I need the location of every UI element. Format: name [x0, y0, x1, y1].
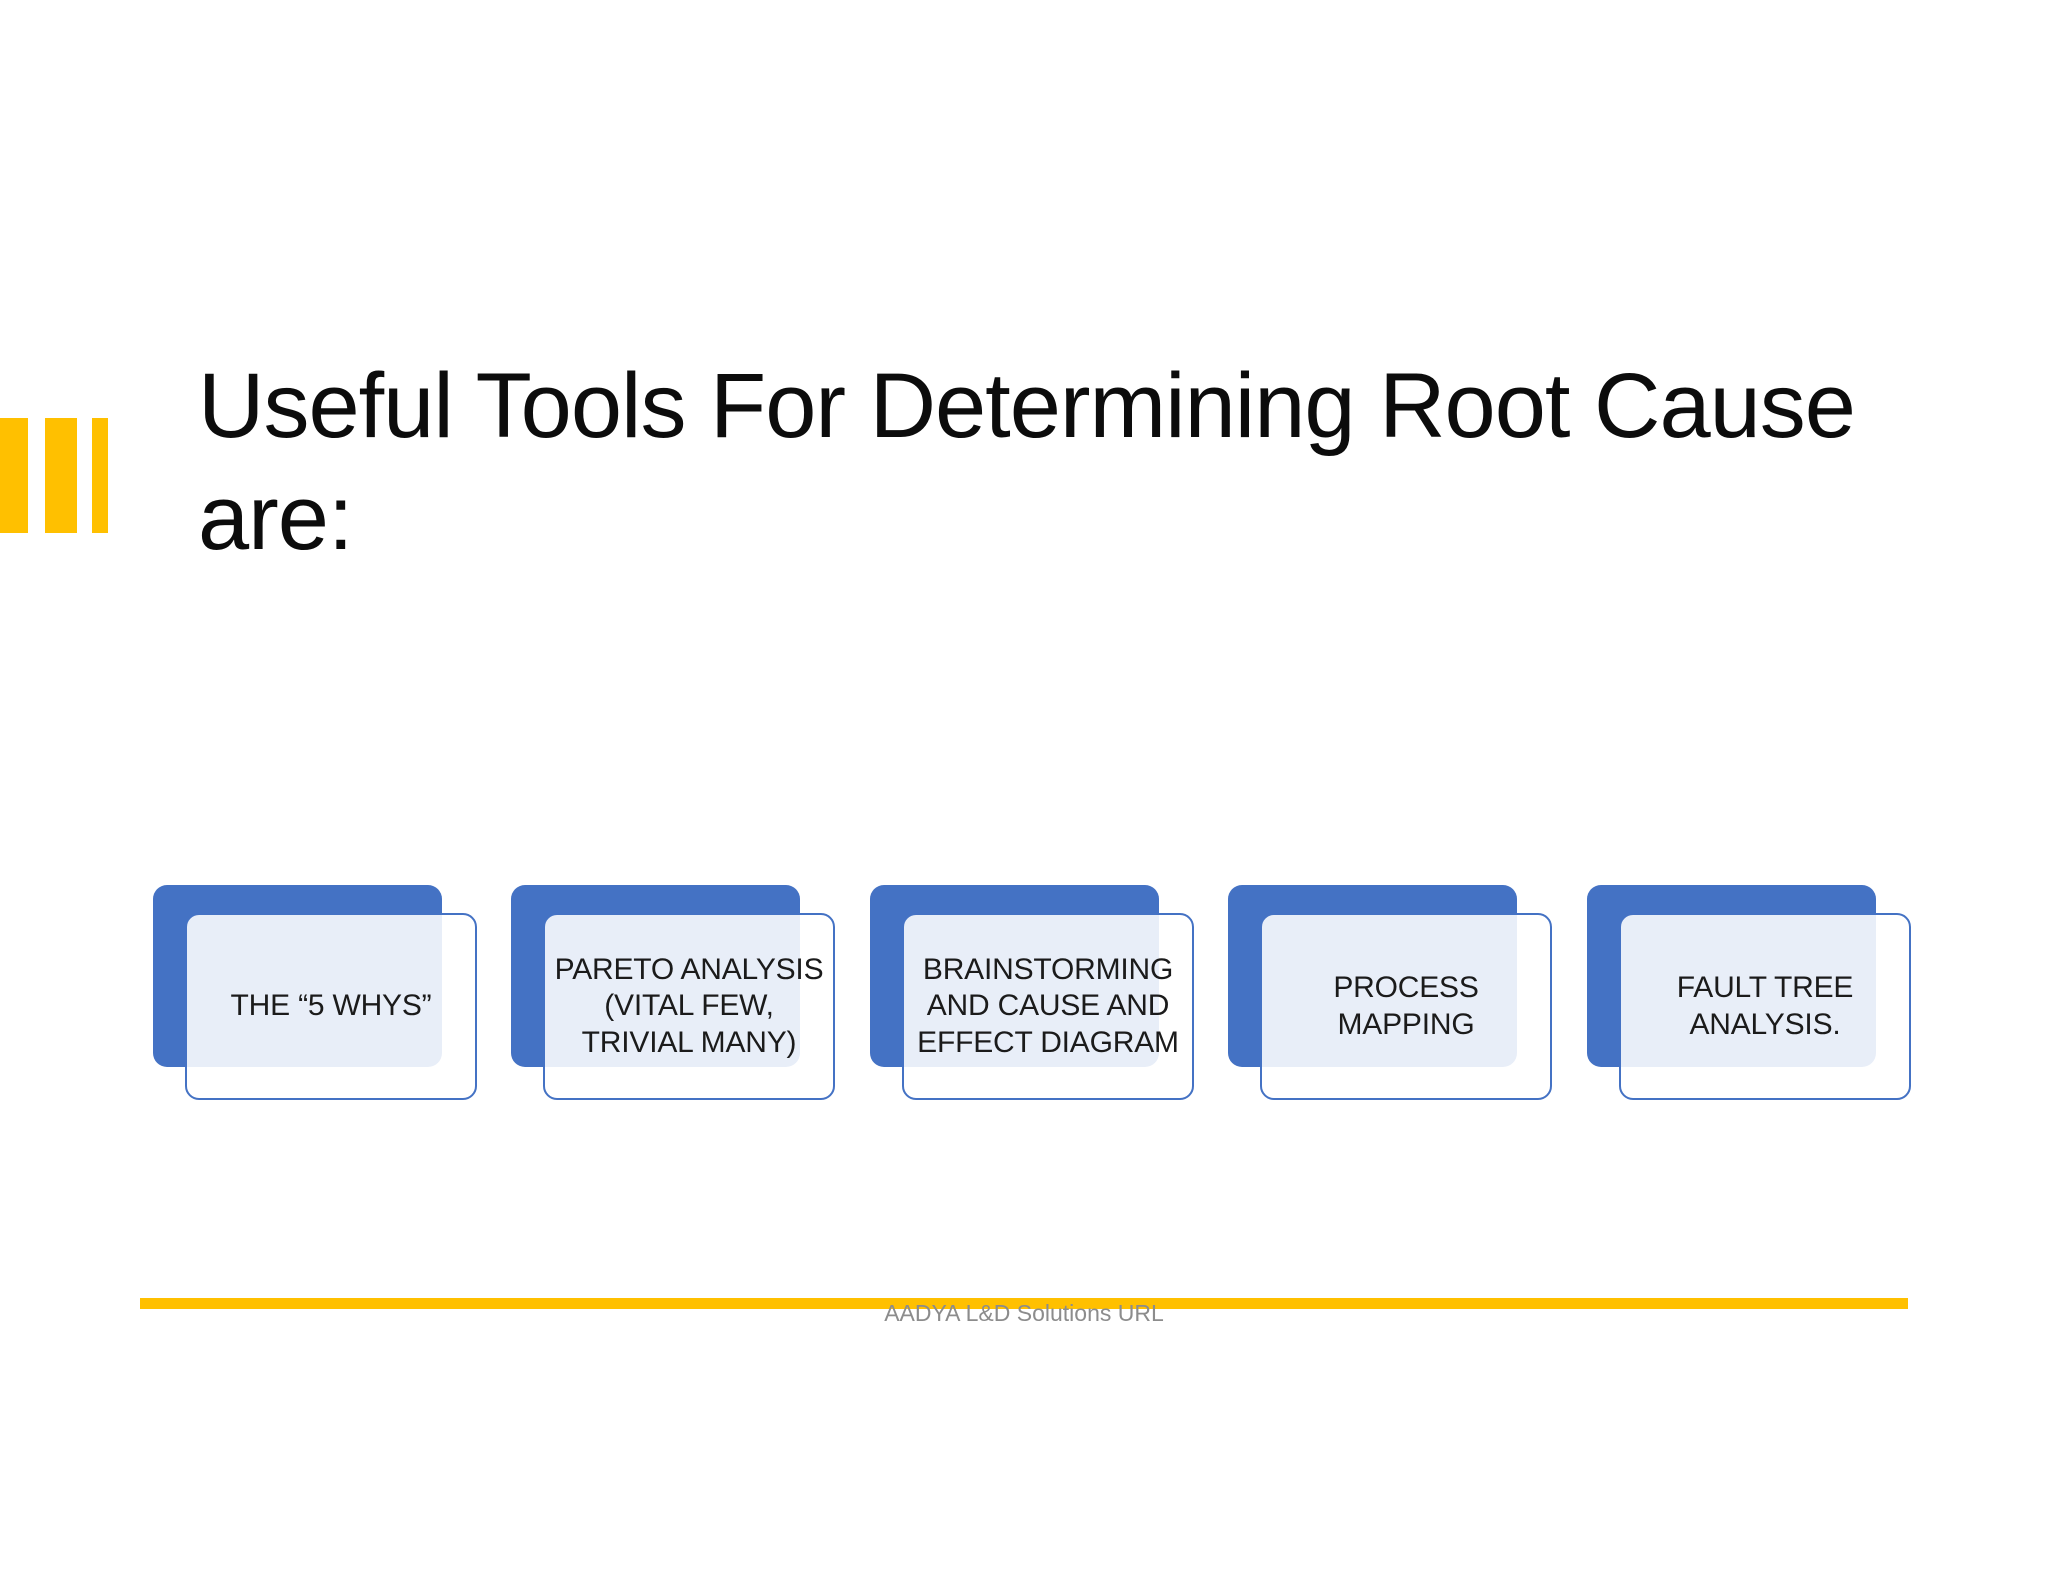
gold-bar-icon: [92, 418, 108, 533]
tool-card-row: THE “5 WHYS” PARETO ANALYSIS (VITAL FEW,…: [0, 885, 2048, 1115]
gold-bar-icon: [0, 418, 28, 533]
card-label: PARETO ANALYSIS (VITAL FEW, TRIVIAL MANY…: [554, 952, 824, 1059]
card-label: PROCESS MAPPING: [1333, 970, 1479, 1041]
card-front-shape: BRAINSTORMING AND CAUSE AND EFFECT DIAGR…: [902, 913, 1194, 1100]
tool-card: PROCESS MAPPING: [1228, 885, 1707, 1100]
card-front-shape: FAULT TREE ANALYSIS.: [1619, 913, 1911, 1100]
footer-text: AADYA L&D Solutions URL: [884, 1300, 1164, 1326]
tool-card: FAULT TREE ANALYSIS.: [1587, 885, 2048, 1100]
gold-bar-icon: [45, 418, 77, 533]
card-front-shape: PARETO ANALYSIS (VITAL FEW, TRIVIAL MANY…: [543, 913, 835, 1100]
slide-title: Useful Tools For Determining Root Cause …: [198, 355, 1856, 570]
tool-card: THE “5 WHYS”: [153, 885, 632, 1100]
card-label: BRAINSTORMING AND CAUSE AND EFFECT DIAGR…: [917, 952, 1179, 1059]
tool-card: PARETO ANALYSIS (VITAL FEW, TRIVIAL MANY…: [511, 885, 990, 1100]
card-label: FAULT TREE ANALYSIS.: [1676, 970, 1854, 1041]
tool-card: BRAINSTORMING AND CAUSE AND EFFECT DIAGR…: [870, 885, 1349, 1100]
card-label: THE “5 WHYS”: [230, 989, 432, 1023]
footer-accent-line: [140, 1298, 1908, 1309]
card-front-shape: THE “5 WHYS”: [185, 913, 477, 1100]
card-front-shape: PROCESS MAPPING: [1260, 913, 1552, 1100]
title-accent-bars: [0, 418, 110, 533]
